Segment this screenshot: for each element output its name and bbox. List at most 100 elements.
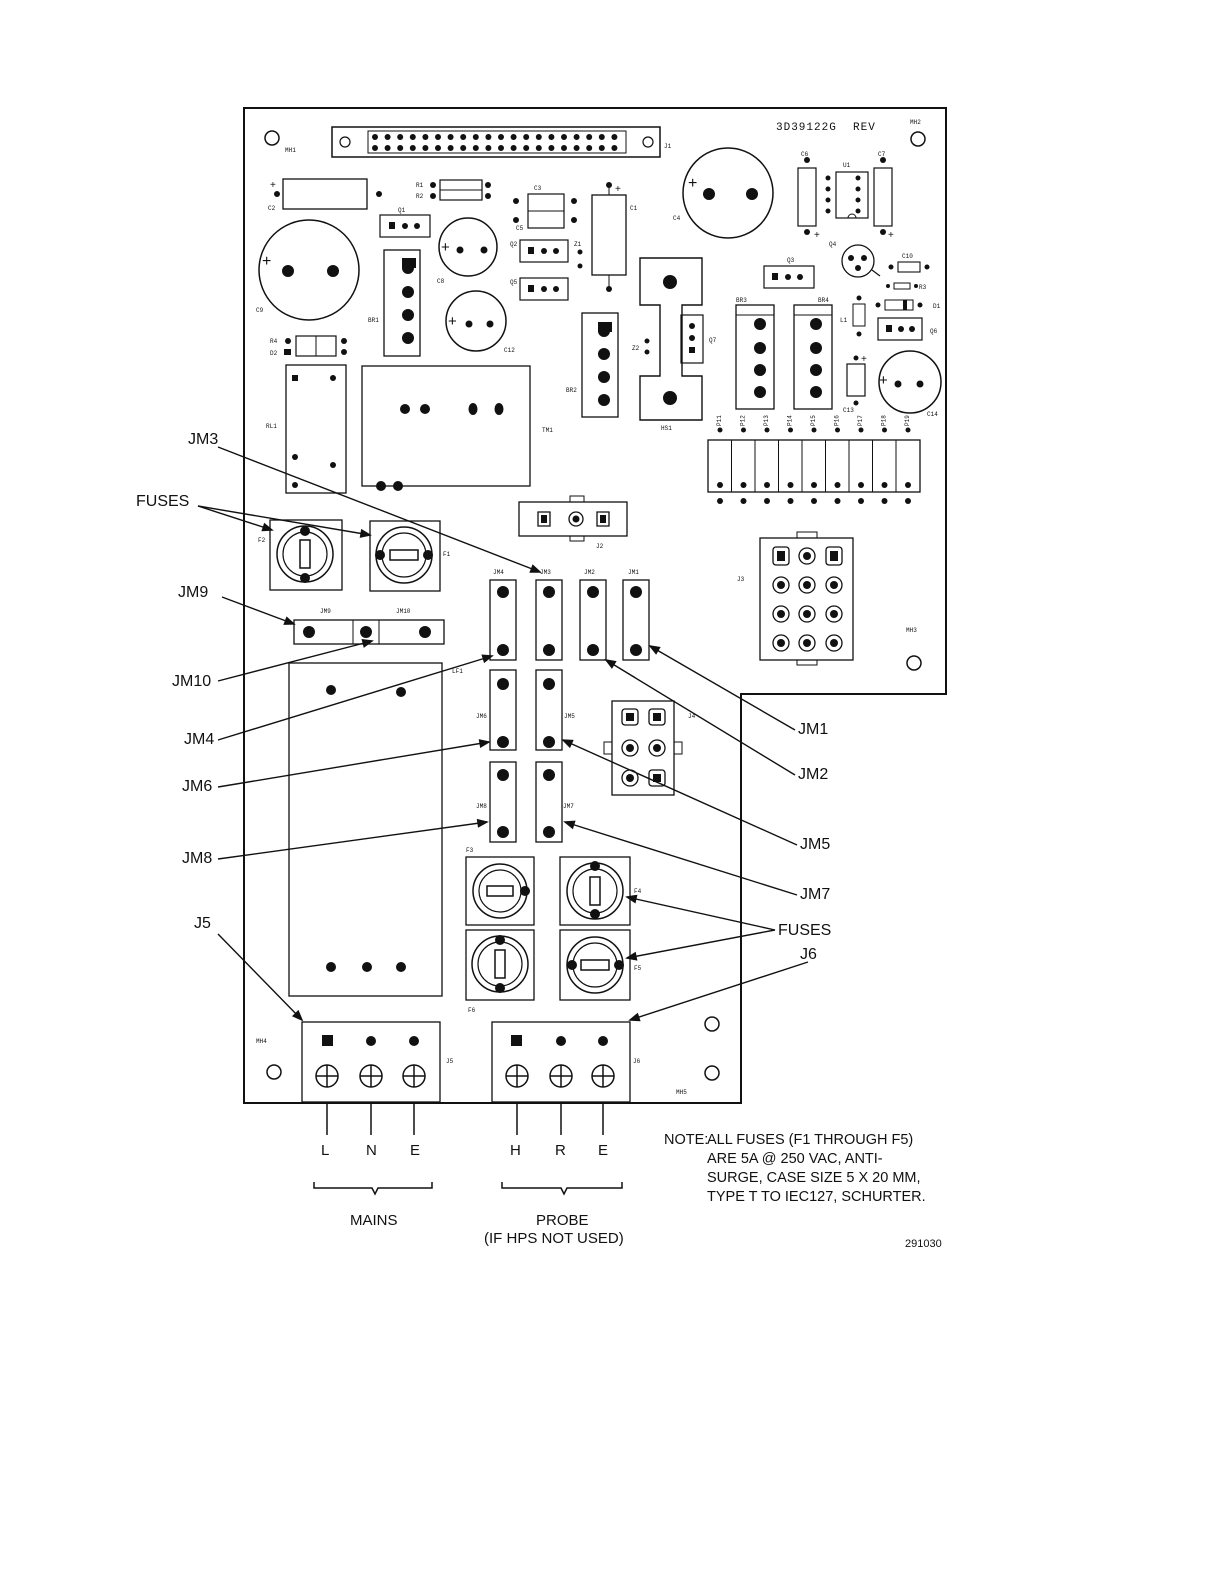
- svg-text:MH5: MH5: [676, 1089, 687, 1096]
- callout-fuses-right: FUSES: [778, 922, 832, 939]
- transistor-q6: Q6: [877, 317, 938, 341]
- bridge-br2: BR2: [566, 312, 619, 418]
- svg-text:F4: F4: [634, 888, 642, 895]
- capacitor-c14: + C14: [878, 350, 942, 418]
- fuse-f2: F2: [258, 519, 343, 591]
- svg-text:TM1: TM1: [542, 427, 553, 434]
- svg-text:U1: U1: [843, 162, 851, 169]
- svg-text:JM7: JM7: [563, 803, 574, 810]
- callout-j6: J6: [800, 946, 817, 963]
- mounting-hole-mh1: MH1: [264, 130, 296, 154]
- capacitor-c1: + C1: [591, 182, 638, 292]
- svg-text:C3: C3: [534, 185, 542, 192]
- svg-text:Q3: Q3: [787, 257, 795, 264]
- board-part-number: 3D39122G: [776, 122, 837, 134]
- svg-text:F1: F1: [443, 551, 451, 558]
- header-pin-label: P17: [857, 415, 864, 426]
- svg-text:C10: C10: [902, 253, 913, 260]
- svg-text:C12: C12: [504, 347, 515, 354]
- bridge-br4: BR4: [793, 297, 833, 410]
- figure-number: 291030: [905, 1238, 942, 1250]
- svg-text:LF1: LF1: [452, 668, 463, 675]
- svg-text:J6: J6: [633, 1058, 641, 1065]
- callout-jm7: JM7: [800, 886, 831, 903]
- svg-text:BR2: BR2: [566, 387, 577, 394]
- capacitor-c8: + C8: [437, 217, 498, 285]
- fuse-f1: F1: [369, 520, 451, 592]
- svg-text:R4: R4: [270, 338, 278, 345]
- svg-text:JM8: JM8: [476, 803, 487, 810]
- terminal-label-e-probe: E: [598, 1142, 609, 1159]
- callout-jm10: JM10: [172, 673, 212, 690]
- terminal-label-h: H: [510, 1142, 521, 1159]
- mains-brace: [313, 1182, 433, 1196]
- callout-fuses-left: FUSES: [136, 493, 190, 510]
- svg-text:D1: D1: [933, 303, 941, 310]
- relay-rl1: RL1: [266, 364, 347, 494]
- svg-text:RL1: RL1: [266, 423, 277, 430]
- svg-text:C2: C2: [268, 205, 276, 212]
- svg-text:JM10: JM10: [396, 608, 411, 615]
- jumpers-jm9-jm10: JM9 JM10: [293, 608, 445, 645]
- jumper-jm1: JM1: [622, 569, 650, 661]
- capacitor-c13: + C13: [843, 354, 867, 414]
- callout-jm9: JM9: [178, 584, 209, 601]
- svg-text:R2: R2: [416, 193, 424, 200]
- header-pin-label: P18: [881, 415, 888, 426]
- svg-text:J5: J5: [446, 1058, 454, 1065]
- filter-lf1: LF1: [288, 662, 463, 997]
- mounting-hole-mh3: MH3: [906, 627, 922, 671]
- note-line-1: ALL FUSES (F1 THROUGH F5): [707, 1132, 914, 1148]
- capacitor-c4: + C4: [673, 147, 774, 239]
- mounting-hole-mh4: MH4: [256, 1038, 282, 1080]
- svg-text:+: +: [814, 230, 820, 241]
- svg-text:J1: J1: [664, 143, 672, 150]
- callout-jm8: JM8: [182, 850, 213, 867]
- mounting-hole-mh2: MH2: [910, 119, 926, 147]
- svg-text:R3: R3: [919, 284, 927, 291]
- svg-text:MH1: MH1: [285, 147, 296, 154]
- svg-text:Q5: Q5: [510, 279, 518, 286]
- transistor-q3: Q3: [763, 257, 815, 289]
- transistor-q1: Q1: [379, 207, 431, 238]
- svg-text:F2: F2: [258, 537, 266, 544]
- svg-text:BR3: BR3: [736, 297, 747, 304]
- fuse-f5: F5: [559, 929, 642, 1001]
- svg-text:JM9: JM9: [320, 608, 331, 615]
- svg-text:MH4: MH4: [256, 1038, 267, 1045]
- jumper-jm2: JM2: [579, 569, 607, 661]
- group-label-probe: PROBE: [536, 1212, 589, 1229]
- terminal-label-e-mains: E: [410, 1142, 421, 1159]
- jumper-jm8: JM8: [476, 761, 517, 843]
- bridge-br1: BR1: [368, 249, 421, 357]
- resistors-r1-r2: R1 R2: [416, 179, 491, 201]
- svg-text:R1: R1: [416, 182, 424, 189]
- svg-text:C5: C5: [516, 225, 524, 232]
- jumper-jm7: JM7: [535, 761, 574, 843]
- terminal-block-j6: J6: [491, 1021, 641, 1135]
- note-line-3: SURGE, CASE SIZE 5 X 20 MM,: [707, 1170, 921, 1186]
- svg-text:JM5: JM5: [564, 713, 575, 720]
- svg-text:C6: C6: [801, 151, 809, 158]
- svg-text:L1: L1: [840, 317, 848, 324]
- svg-text:J4: J4: [688, 713, 696, 720]
- connector-j3: J3: [737, 531, 854, 666]
- svg-text:JM1: JM1: [628, 569, 639, 576]
- svg-text:+: +: [270, 180, 276, 191]
- svg-text:+: +: [615, 184, 621, 195]
- transistor-q4: Q4: [829, 241, 881, 278]
- svg-text:C8: C8: [437, 278, 445, 285]
- bridge-br3: BR3: [735, 297, 775, 410]
- svg-text:C7: C7: [878, 151, 886, 158]
- capacitor-c2: + C2: [268, 178, 382, 212]
- resistor-r3: R3: [886, 282, 927, 291]
- svg-text:+: +: [879, 372, 888, 389]
- svg-text:HS1: HS1: [661, 425, 672, 432]
- transformer-tm1: TM1: [361, 365, 553, 491]
- connector-j1: J1: [331, 126, 672, 158]
- note-line-4: TYPE T TO IEC127, SCHURTER.: [707, 1189, 926, 1205]
- capacitor-c7: + C7: [873, 151, 894, 241]
- transistor-q5: Q5: [510, 277, 569, 301]
